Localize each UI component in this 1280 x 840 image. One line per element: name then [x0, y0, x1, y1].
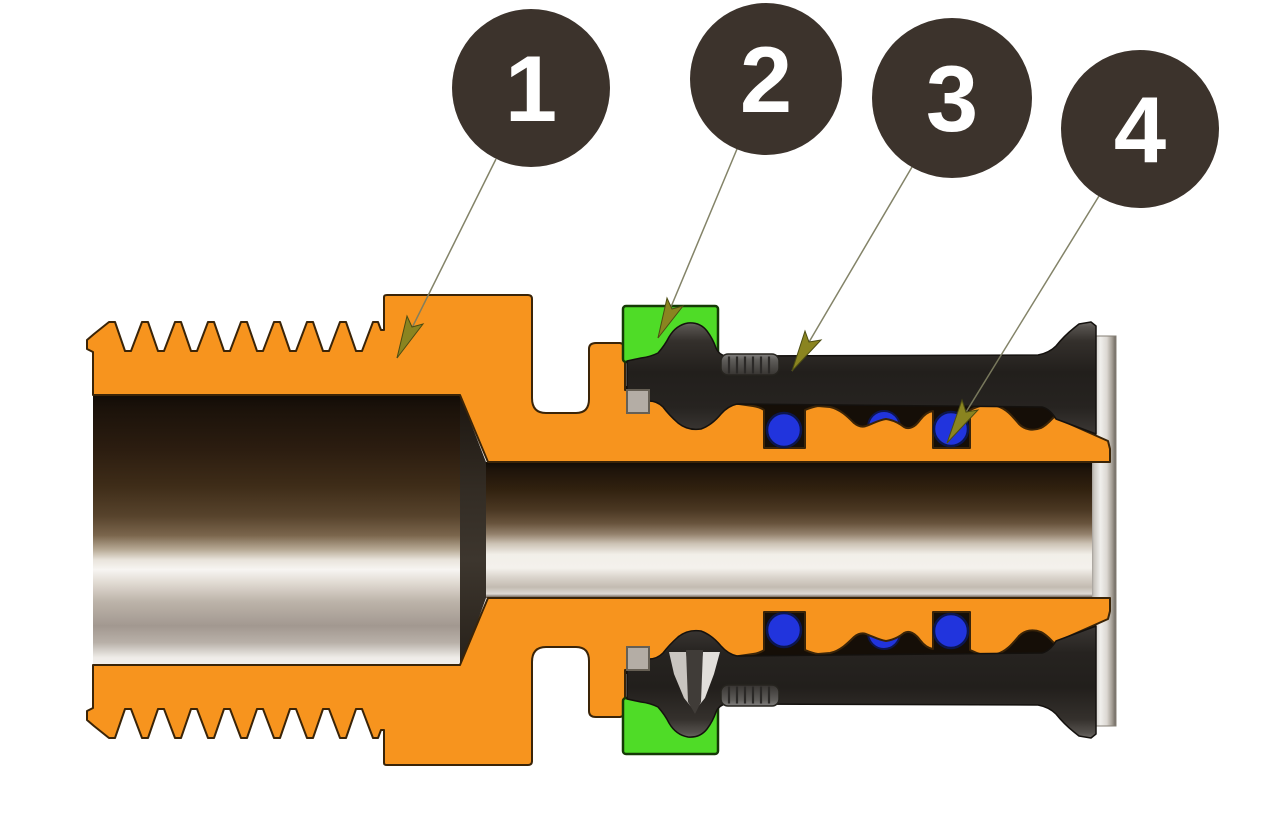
callout-4-badge [1061, 50, 1219, 208]
leader-line-3 [791, 166, 913, 372]
arrowhead-4 [946, 398, 980, 444]
bore-chamfer [460, 395, 486, 670]
callout-2-badge [690, 3, 842, 155]
o-ring-groove-1 [765, 411, 803, 449]
small-tube-surface [486, 462, 1092, 598]
insert-funnel [669, 650, 720, 714]
retainer-square [626, 389, 650, 414]
funnel-right-face [697, 652, 720, 708]
funnel-left-face [669, 652, 692, 708]
leader-arrows [396, 148, 1100, 444]
arrowhead-2 [657, 296, 685, 339]
large-bore-surface [93, 395, 460, 670]
crimp-stem [686, 650, 703, 714]
callout-2-label: 2 [740, 27, 792, 132]
leader-line-1 [396, 158, 497, 359]
sleeve-ribbed-collar [720, 353, 780, 376]
callout-3-label: 3 [926, 46, 978, 151]
metal-bore [93, 395, 1092, 670]
callout-badges: 1 2 3 4 [452, 3, 1219, 208]
leader-line-4 [946, 195, 1100, 444]
arrowhead-3 [791, 329, 823, 372]
callout-3-badge [872, 18, 1032, 178]
collar-body [720, 353, 780, 376]
callout-4-label: 4 [1114, 77, 1166, 182]
arrowhead-1 [396, 314, 425, 359]
callout-1-label: 1 [505, 36, 557, 141]
collar-ribs [727, 356, 771, 374]
press-sleeve [626, 321, 1097, 435]
fitting-half-section [86, 294, 1111, 463]
callout-1-badge [452, 9, 610, 167]
